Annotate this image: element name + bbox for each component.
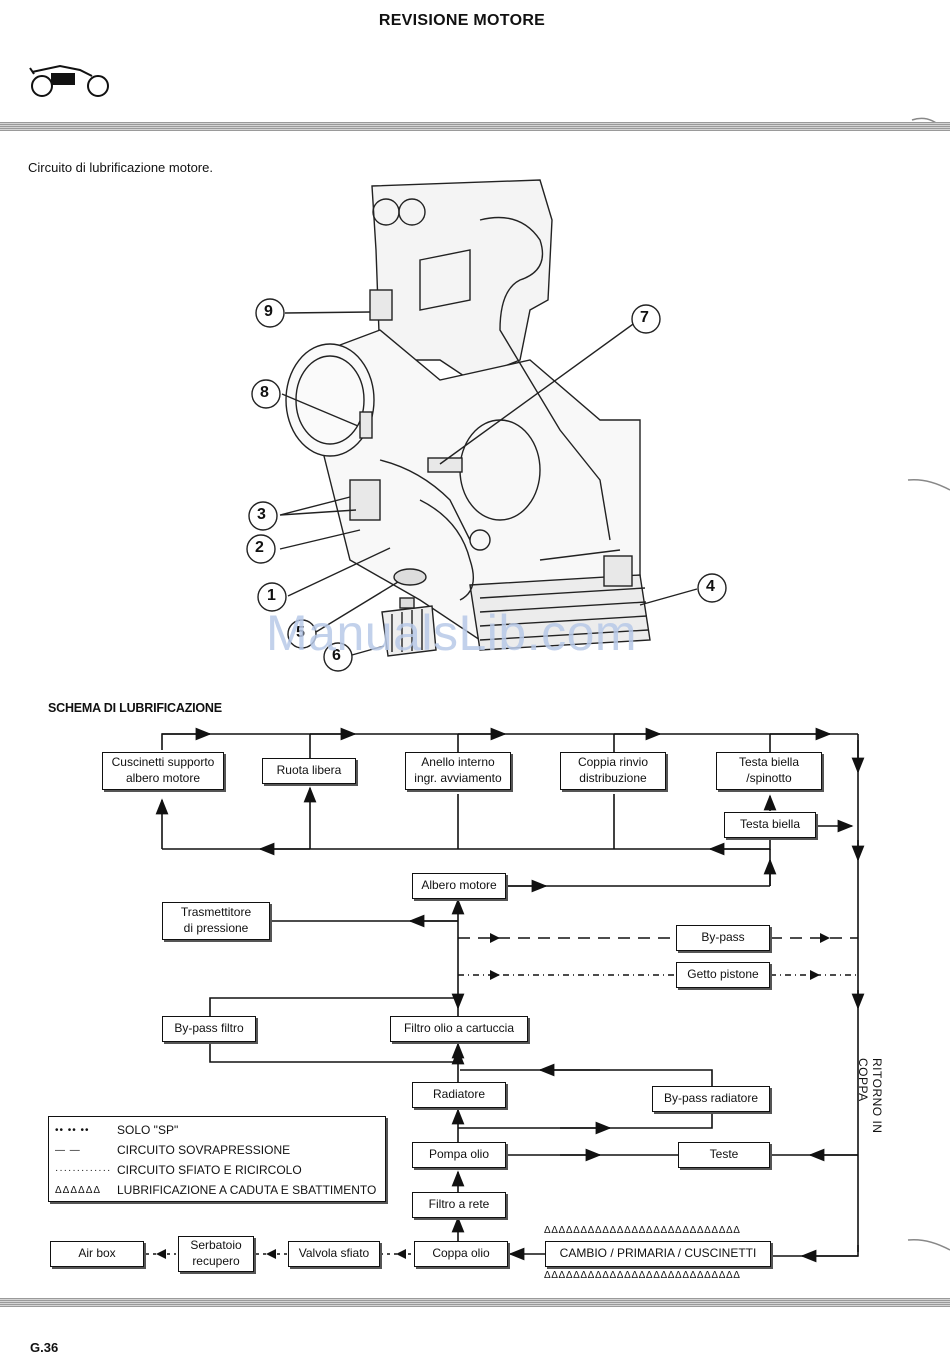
callout-number: 7 [640, 309, 649, 326]
legend-label: SOLO "SP" [117, 1123, 179, 1137]
motorcycle-logo [29, 64, 109, 97]
legend-symbol: ΔΔΔΔΔΔ [55, 1184, 102, 1196]
box-by-pass: By-pass [676, 925, 770, 951]
box-cambio-primaria-cuscinetti: CAMBIO / PRIMARIA / CUSCINETTI [545, 1241, 771, 1267]
box-trasmettitore-pressione: Trasmettitore di pressione [162, 902, 270, 940]
box-albero-motore: Albero motore [412, 873, 506, 899]
callout-number: 4 [706, 578, 715, 595]
callout-number: 2 [255, 539, 264, 556]
callout-number: 5 [296, 624, 305, 641]
callout-number: 6 [332, 647, 341, 664]
box-testa-biella: Testa biella [724, 812, 816, 838]
legend-symbol: ············· [55, 1164, 112, 1176]
box-by-pass-filtro: By-pass filtro [162, 1016, 256, 1042]
page-number: G.36 [30, 1340, 59, 1355]
box-air-box: Air box [50, 1241, 144, 1267]
legend-label: LUBRIFICAZIONE A CADUTA E SBATTIMENTO [117, 1183, 377, 1197]
watermark: ManualsLib.com [266, 605, 638, 661]
box-radiatore: Radiatore [412, 1082, 506, 1108]
box-coppa-olio: Coppa olio [414, 1241, 508, 1267]
page-title: REVISIONE MOTORE [378, 12, 546, 29]
footer-rule [0, 1298, 950, 1307]
box-filtro-a-rete: Filtro a rete [412, 1192, 506, 1218]
box-filtro-olio-cartuccia: Filtro olio a cartuccia [390, 1016, 528, 1042]
callout-number: 8 [260, 384, 269, 401]
legend-symbol: •• •• •• [55, 1124, 90, 1136]
box-ruota-libera: Ruota libera [262, 758, 356, 784]
box-pompa-olio: Pompa olio [412, 1142, 506, 1168]
box-teste: Teste [678, 1142, 770, 1168]
legend-label: CIRCUITO SFIATO E RICIRCOLO [117, 1163, 302, 1177]
header-rule [0, 122, 950, 131]
binder-mark [907, 478, 950, 491]
callout-number: 3 [257, 506, 266, 523]
schema-title: SCHEMA DI LUBRIFICAZIONE [48, 701, 222, 715]
figure-caption: Circuito di lubrificazione motore. [28, 160, 213, 175]
drop-row-bottom: ΔΔΔΔΔΔΔΔΔΔΔΔΔΔΔΔΔΔΔΔΔΔΔΔΔΔΔ [544, 1270, 741, 1281]
box-getto-pistone: Getto pistone [676, 962, 770, 988]
legend-label: CIRCUITO SOVRAPRESSIONE [117, 1143, 291, 1157]
box-coppia-rinvio: Coppia rinvio distribuzione [560, 752, 666, 790]
drop-row-top: ΔΔΔΔΔΔΔΔΔΔΔΔΔΔΔΔΔΔΔΔΔΔΔΔΔΔΔ [544, 1225, 741, 1236]
box-testa-biella-spinotto: Testa biella /spinotto [716, 752, 822, 790]
legend: •• •• •• SOLO "SP" — — CIRCUITO SOVRAPRE… [48, 1116, 386, 1202]
box-by-pass-radiatore: By-pass radiatore [652, 1086, 770, 1112]
box-serbatoio-recupero: Serbatoio recupero [178, 1236, 254, 1272]
return-label: RITORNO IN COPPA [856, 1058, 884, 1134]
legend-item: — — CIRCUITO SOVRAPRESSIONE [55, 1141, 290, 1159]
callout-number: 9 [264, 303, 273, 320]
callout-number: 1 [267, 587, 276, 604]
legend-symbol: — — [55, 1144, 81, 1156]
box-valvola-sfiato: Valvola sfiato [288, 1241, 380, 1267]
legend-item: ΔΔΔΔΔΔ LUBRIFICAZIONE A CADUTA E SBATTIM… [55, 1181, 376, 1199]
legend-item: •• •• •• SOLO "SP" [55, 1121, 178, 1139]
legend-item: ············· CIRCUITO SFIATO E RICIRCOL… [55, 1161, 302, 1179]
box-anello-interno: Anello interno ingr. avviamento [405, 752, 511, 790]
binder-mark [907, 1238, 950, 1251]
box-cuscinetti-supporto: Cuscinetti supporto albero motore [102, 752, 224, 790]
